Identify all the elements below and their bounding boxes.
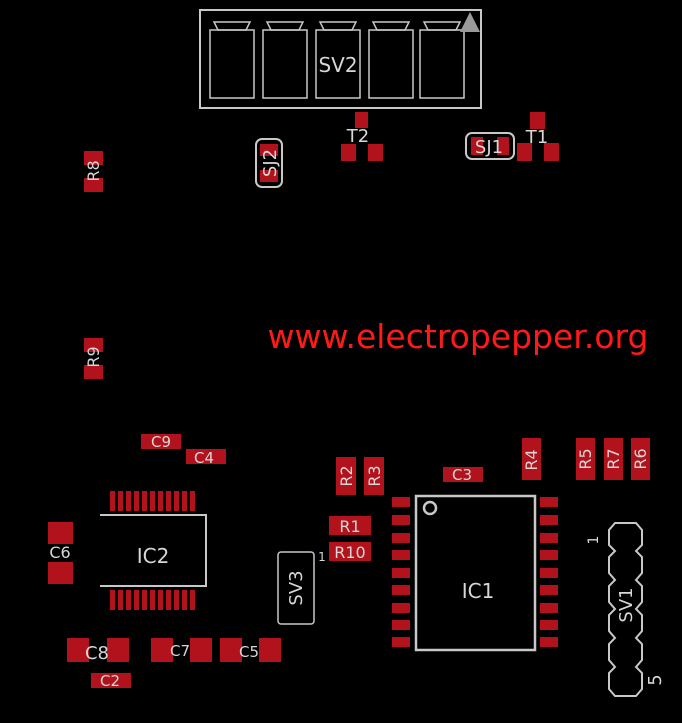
t1-label: T1: [525, 127, 548, 148]
sv1-pin1-mark: 1: [586, 536, 602, 545]
ic1-label: IC1: [462, 579, 495, 603]
r3-label: R3: [365, 465, 384, 486]
website-watermark: www.electropepper.org: [268, 317, 649, 356]
c7-capacitor: C7: [151, 638, 212, 662]
r2-resistor: R2: [336, 457, 356, 495]
pin1-triangle-icon: [460, 12, 480, 32]
c8-capacitor: C8: [67, 638, 129, 664]
r1-label: R1: [339, 517, 360, 536]
sv2-label: SV2: [318, 53, 357, 77]
r1-resistor: R1: [329, 516, 371, 536]
r9-resistor: R9: [84, 338, 103, 379]
t2-transistor: T2: [341, 112, 383, 161]
sv2-connector: SV2: [199, 9, 482, 109]
sv1-pin5-mark: 5: [645, 674, 666, 685]
r7-resistor: R7: [604, 438, 623, 480]
c2-label: C2: [100, 672, 120, 690]
r6-label: R6: [631, 448, 650, 469]
sv1-connector: SV1 1 5: [586, 522, 666, 697]
c8-label: C8: [85, 643, 109, 664]
c6-capacitor: C6: [48, 522, 73, 584]
c9-label: C9: [151, 433, 171, 451]
t1-transistor: T1: [517, 112, 559, 161]
sv3-pin1-mark: 1: [318, 550, 326, 564]
c5-capacitor: C5: [220, 638, 281, 662]
r8-label: R8: [84, 160, 103, 181]
ic1-chip: IC1: [392, 494, 558, 652]
r10-label: R10: [334, 543, 365, 562]
t2-label: T2: [346, 126, 369, 147]
r10-resistor: R10: [329, 542, 371, 562]
c2-capacitor: C2: [91, 672, 131, 690]
c4-capacitor: C4: [186, 449, 226, 467]
c7-label: C7: [170, 642, 190, 660]
c4-label: C4: [194, 449, 214, 467]
sv1-label: SV1: [616, 587, 637, 622]
r9-label: R9: [84, 346, 103, 367]
sj2-label: SJ2: [260, 149, 281, 177]
r4-resistor: R4: [522, 438, 541, 480]
sv3-label: SV3: [286, 570, 307, 605]
r5-resistor: R5: [576, 438, 595, 480]
r4-label: R4: [522, 449, 541, 470]
sj1-label: SJ1: [475, 137, 503, 158]
ic2-chip: IC2: [100, 491, 207, 610]
r6-resistor: R6: [631, 438, 650, 480]
c6-label: C6: [49, 543, 70, 562]
r2-label: R2: [337, 465, 356, 486]
sv3-connector: SV3: [277, 551, 315, 625]
r3-resistor: R3: [364, 457, 384, 495]
r8-resistor: R8: [84, 151, 103, 192]
r7-label: R7: [604, 448, 623, 469]
sj2-jumper: SJ2: [255, 138, 283, 188]
c3-capacitor: C3: [443, 466, 483, 484]
ic2-label: IC2: [137, 544, 170, 568]
r5-label: R5: [576, 448, 595, 469]
sj1-jumper: SJ1: [465, 132, 515, 160]
c9-capacitor: C9: [141, 433, 181, 451]
c3-label: C3: [452, 466, 472, 484]
c5-label: C5: [239, 643, 259, 661]
